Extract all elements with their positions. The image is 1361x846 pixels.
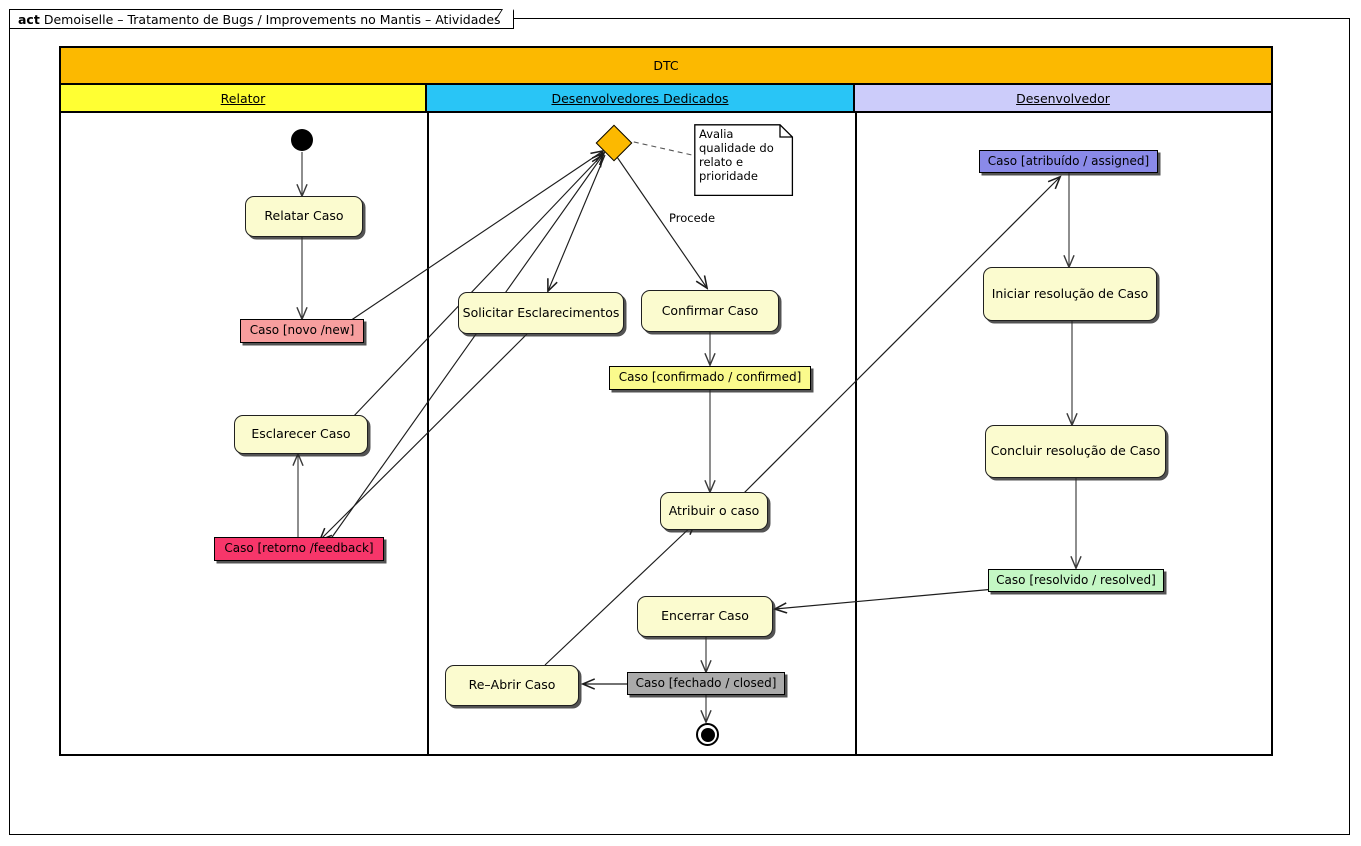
lane-header-desenvolvedor: Desenvolvedor — [855, 85, 1271, 111]
lane-header-row: Relator Desenvolvedores Dedicados Desenv… — [61, 85, 1271, 113]
action-relatar-caso[interactable]: Relatar Caso — [245, 196, 363, 237]
action-confirmar-caso[interactable]: Confirmar Caso — [641, 290, 779, 332]
state-caso-novo[interactable]: Caso [novo /new] — [240, 319, 364, 343]
action-iniciar-resolucao[interactable]: Iniciar resolução de Caso — [983, 267, 1157, 321]
diagram-frame — [9, 18, 1350, 835]
state-caso-fechado[interactable]: Caso [fechado / closed] — [627, 672, 785, 695]
action-esclarecer-caso[interactable]: Esclarecer Caso — [234, 415, 368, 454]
state-caso-retorno[interactable]: Caso [retorno /feedback] — [214, 537, 384, 561]
diagram-keyword: act — [18, 11, 40, 27]
final-node-core — [701, 728, 715, 742]
lane-header-desenvolvedores-dedicados: Desenvolvedores Dedicados — [427, 85, 855, 111]
pool-header: DTC — [61, 48, 1271, 85]
state-caso-confirmado[interactable]: Caso [confirmado / confirmed] — [609, 366, 811, 390]
action-encerrar-caso[interactable]: Encerrar Caso — [637, 596, 773, 637]
lane-header-relator: Relator — [61, 85, 427, 111]
page-title: Demoiselle – Tratamento de Bugs / Improv… — [43, 11, 501, 27]
action-re-abrir-caso[interactable]: Re–Abrir Caso — [445, 665, 579, 706]
action-atribuir-o-caso[interactable]: Atribuir o caso — [660, 492, 768, 530]
state-caso-atribuido[interactable]: Caso [atribuído / assigned] — [979, 150, 1158, 173]
lane-divider-1 — [427, 113, 429, 754]
initial-node[interactable] — [291, 129, 313, 151]
action-concluir-resolucao[interactable]: Concluir resolução de Caso — [985, 425, 1166, 478]
state-caso-resolvido[interactable]: Caso [resolvido / resolved] — [988, 569, 1164, 592]
lane-divider-2 — [855, 113, 857, 754]
edge-label-procede: Procede — [669, 211, 716, 225]
action-solicitar-esclarecimentos[interactable]: Solicitar Esclarecimentos — [458, 292, 624, 334]
diagram-title-tab: act Demoiselle – Tratamento de Bugs / Im… — [9, 9, 514, 29]
